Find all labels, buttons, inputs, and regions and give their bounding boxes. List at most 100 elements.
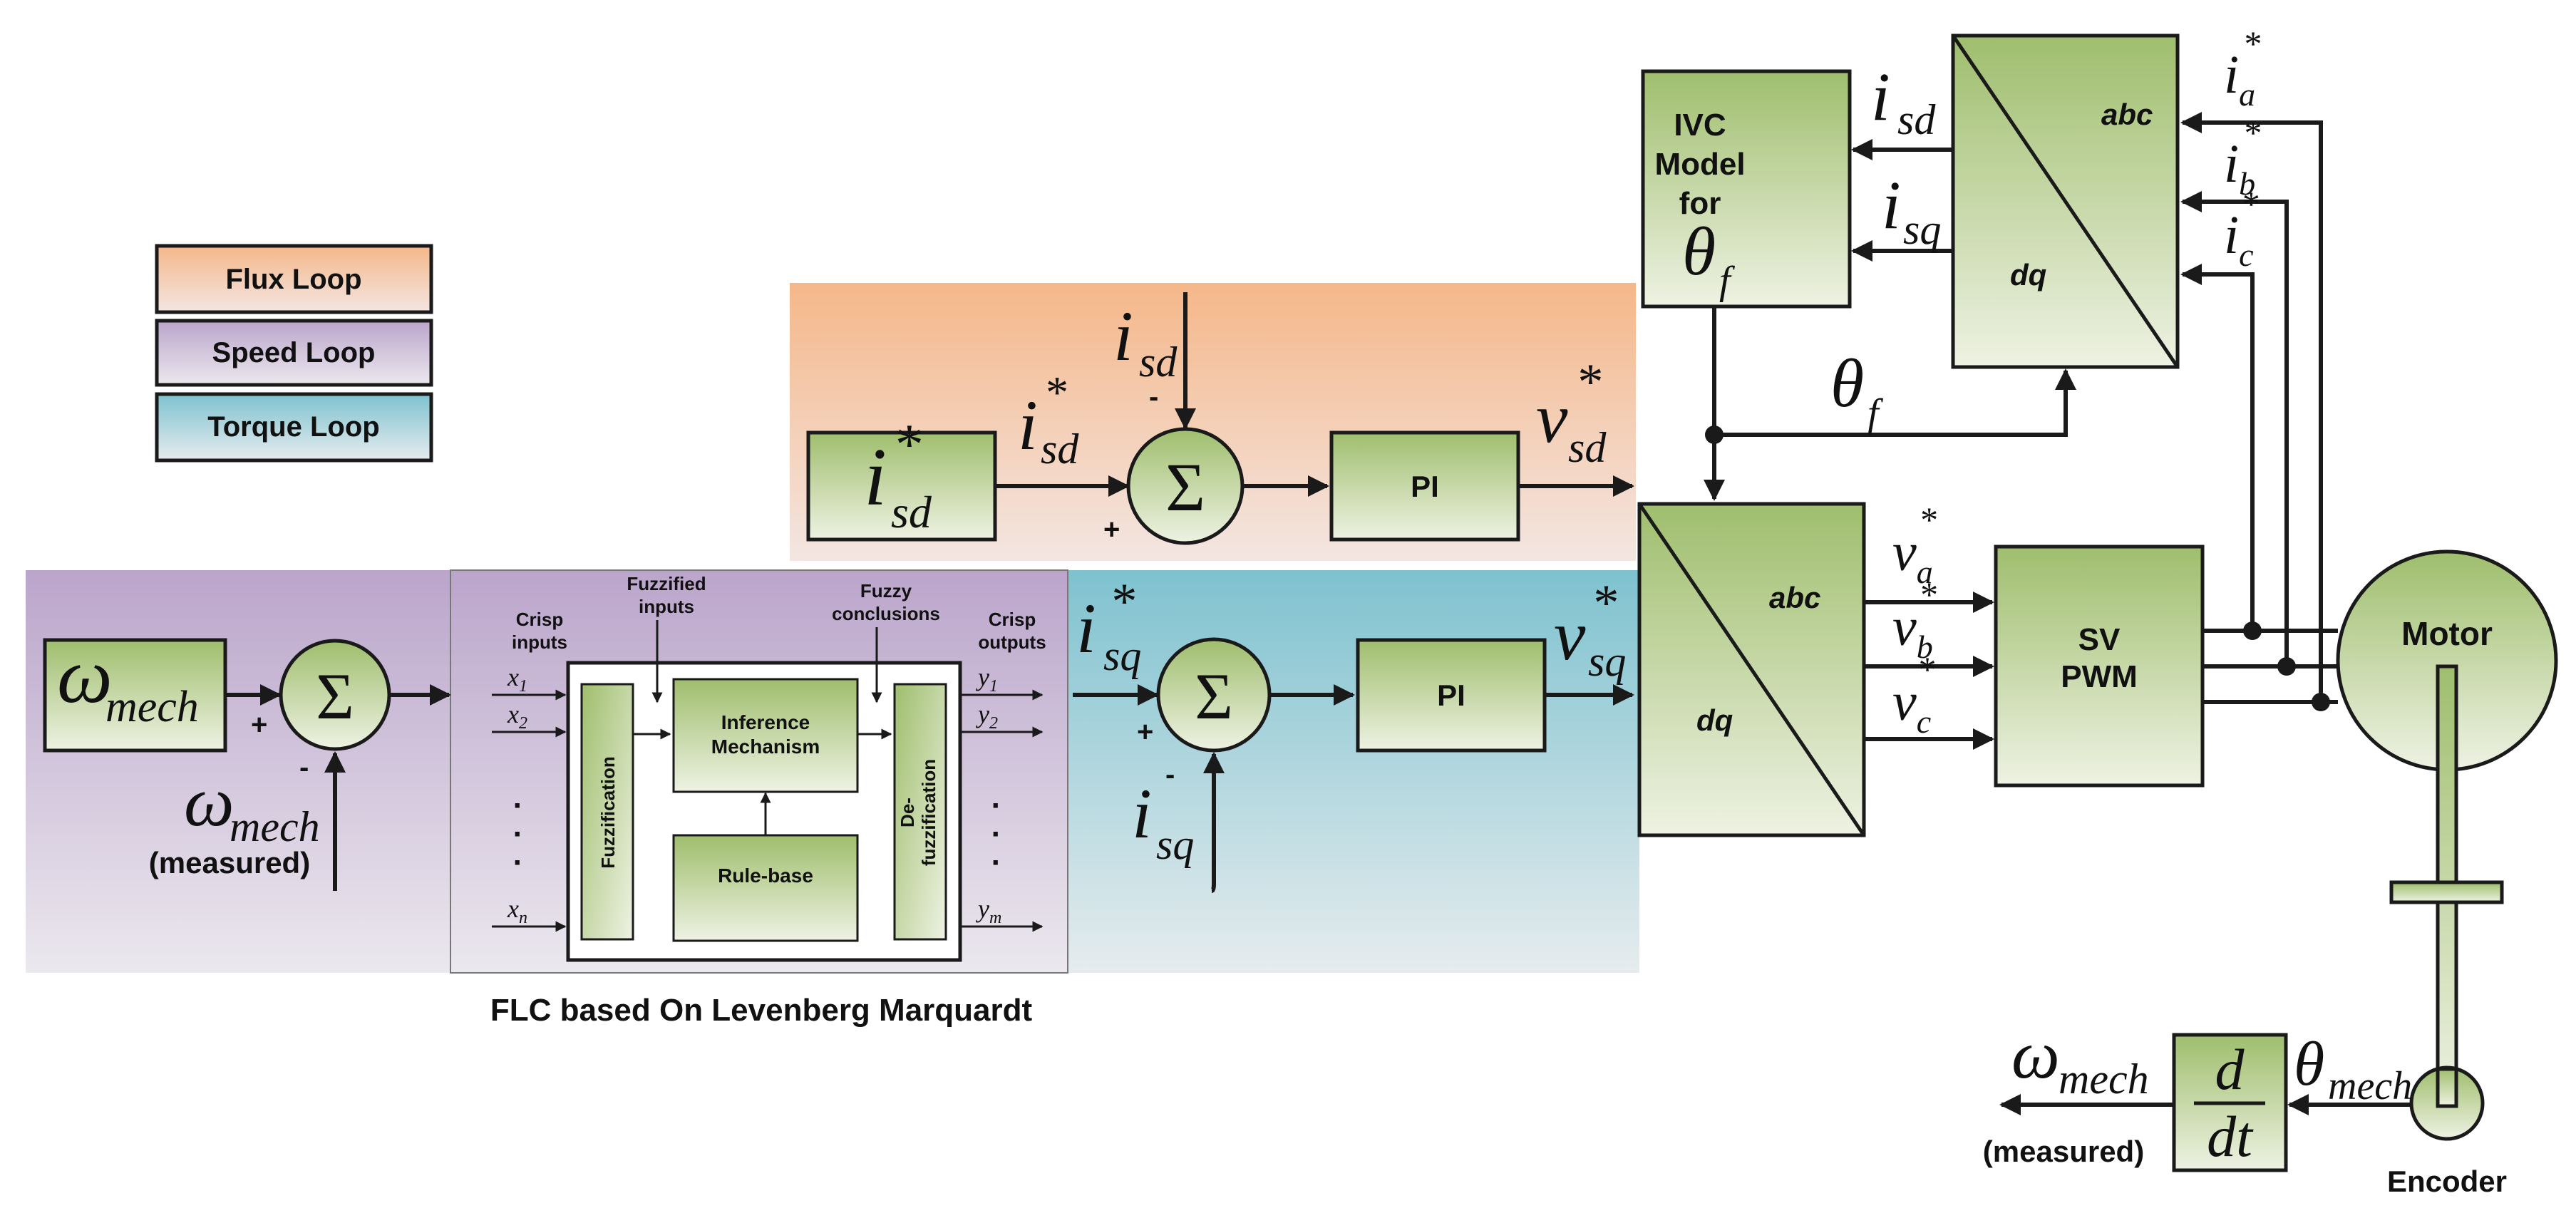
- vsd-label-v: v: [1536, 378, 1568, 458]
- defuzzification-label: De-fuzzification: [897, 759, 939, 866]
- legend-flux-swatch: [155, 244, 433, 314]
- ivc-model-block: [1641, 69, 1852, 309]
- isd-ref-label-i: i: [1018, 386, 1038, 465]
- legend-speed-swatch: [155, 319, 433, 387]
- theta-f-sub: f: [1867, 391, 1884, 435]
- dq-abc-transform-mid: abc dq: [1637, 502, 1866, 837]
- torque-plus-sign: +: [1137, 716, 1153, 748]
- omega-mech-out-note: (measured): [1983, 1135, 2144, 1168]
- legend-speed-label: Speed Loop: [212, 337, 376, 368]
- motor-label: Motor: [2401, 615, 2493, 652]
- omega-ref-sub: mech: [105, 683, 199, 731]
- flux-minus-sign: -: [1149, 381, 1158, 413]
- legend-torque-swatch: [155, 392, 433, 463]
- omega-mech-out-sub: mech: [2059, 1056, 2149, 1103]
- torque-loop: i * sq Σ + - i sq PI v * sq: [1073, 573, 1634, 893]
- flux-pi-block: [1329, 430, 1520, 542]
- flux-loop: i * sd i * sd Σ + - i sd PI v * sd: [806, 292, 1634, 545]
- flc-output-ym-label: ym: [976, 894, 1001, 927]
- omega-ref-symbol: ω: [57, 632, 113, 719]
- derivative-dt: dt: [2207, 1104, 2254, 1169]
- omega-ref-block: [43, 638, 227, 753]
- fuzzification-label: Fuzzification: [597, 756, 619, 868]
- rule-base-label: Rule-base: [718, 865, 813, 887]
- flc-output-dots: ···: [991, 788, 1002, 880]
- flc-output-y2-label: y2: [976, 700, 998, 733]
- encoder-label: Encoder: [2387, 1165, 2507, 1198]
- vc-label: vc*: [1892, 649, 1934, 740]
- theta-f-branch-wire: [1714, 368, 2076, 437]
- speed-sigma-icon: Σ: [316, 660, 354, 733]
- isq-ref-label-star: *: [1109, 573, 1135, 630]
- speed-loop: ω mech Σ + - ω mech (measured): [43, 632, 451, 891]
- isq-ref-label-i: i: [1076, 589, 1096, 668]
- abc-to-dq-dq-label: dq: [2010, 258, 2046, 291]
- torque-sigma-icon: Σ: [1195, 660, 1233, 733]
- torque-pi-label: PI: [1437, 678, 1465, 712]
- isd-ref-label-star: *: [1044, 367, 1066, 418]
- omega-mech-out-symbol: ω: [2011, 1016, 2060, 1093]
- isd-ref-label-sub: sd: [1041, 425, 1079, 473]
- dq-to-abc-abc-label: abc: [1769, 581, 1820, 614]
- inference-mechanism-block: [672, 678, 859, 793]
- ic-feedback-wire: [2180, 264, 2255, 631]
- isq-feedback-label-i: i: [1132, 774, 1152, 853]
- isq-feedback-wire: [1203, 752, 1225, 893]
- flc-input-x1-label: x1: [507, 663, 527, 696]
- flc-input-xn-label: xn: [507, 894, 527, 927]
- isd-ref-block: [806, 430, 997, 542]
- isd-feedback-out-i: i: [1871, 58, 1890, 135]
- flc-output-y1-label: y1: [976, 663, 998, 696]
- dq-to-abc-dq-label: dq: [1696, 703, 1733, 737]
- speed-plus-sign: +: [251, 709, 267, 740]
- isq-feedback-out-i: i: [1882, 167, 1901, 243]
- isd-feedback-label-i: i: [1113, 296, 1133, 376]
- ib-feedback-wire: [2180, 191, 2289, 666]
- theta-mech-sub: mech: [2328, 1064, 2412, 1108]
- rule-base-block: [672, 834, 859, 942]
- abc-to-dq-diagonal: [1951, 34, 2180, 368]
- flc-input-dots: ···: [513, 788, 524, 880]
- legend: Flux Loop Speed Loop Torque Loop: [155, 244, 433, 463]
- vsq-label-sub: sq: [1588, 638, 1626, 685]
- svpwm-block: [1994, 545, 2205, 788]
- legend-torque-label: Torque Loop: [207, 411, 379, 443]
- flc-input-x2-label: x2: [507, 700, 527, 733]
- derivative-d: d: [2215, 1037, 2245, 1102]
- vb-label: vb*: [1892, 574, 1937, 665]
- isq-feedback-label-sub: sq: [1156, 821, 1194, 868]
- vsq-label-v: v: [1554, 596, 1586, 675]
- isd-ref-symbol: i: [864, 432, 887, 522]
- flc-caption: FLC based On Levenberg Marquardt: [490, 993, 1033, 1028]
- speed-minus-sign: -: [299, 752, 309, 783]
- fuzzification-block: [580, 683, 634, 941]
- va-label: va*: [1892, 500, 1937, 590]
- torque-pi-block: [1356, 638, 1547, 753]
- flux-sigma-icon: Σ: [1165, 449, 1205, 525]
- vsd-label-star: *: [1575, 353, 1601, 411]
- abc-to-dq-abc-label: abc: [2101, 98, 2153, 131]
- torque-minus-sign: -: [1165, 759, 1175, 790]
- flux-pi-label: PI: [1411, 470, 1439, 503]
- vsd-label-sub: sd: [1568, 424, 1607, 471]
- torque-loop-region: [1068, 570, 1639, 973]
- flux-plus-sign: +: [1103, 514, 1120, 545]
- dq-to-abc-diagonal: [1637, 502, 1866, 837]
- isd-ref-sub: sd: [891, 487, 932, 537]
- shaft-coupling: [2389, 880, 2504, 904]
- theta-mech-symbol: θ: [2294, 1030, 2324, 1099]
- ib-ref-label: ib*: [2224, 113, 2260, 202]
- ia-ref-label: ia*: [2224, 24, 2260, 113]
- vsq-label-star: *: [1591, 574, 1617, 631]
- omega-measured-note: (measured): [149, 846, 310, 879]
- ivc-theta-symbol: θ: [1682, 213, 1716, 289]
